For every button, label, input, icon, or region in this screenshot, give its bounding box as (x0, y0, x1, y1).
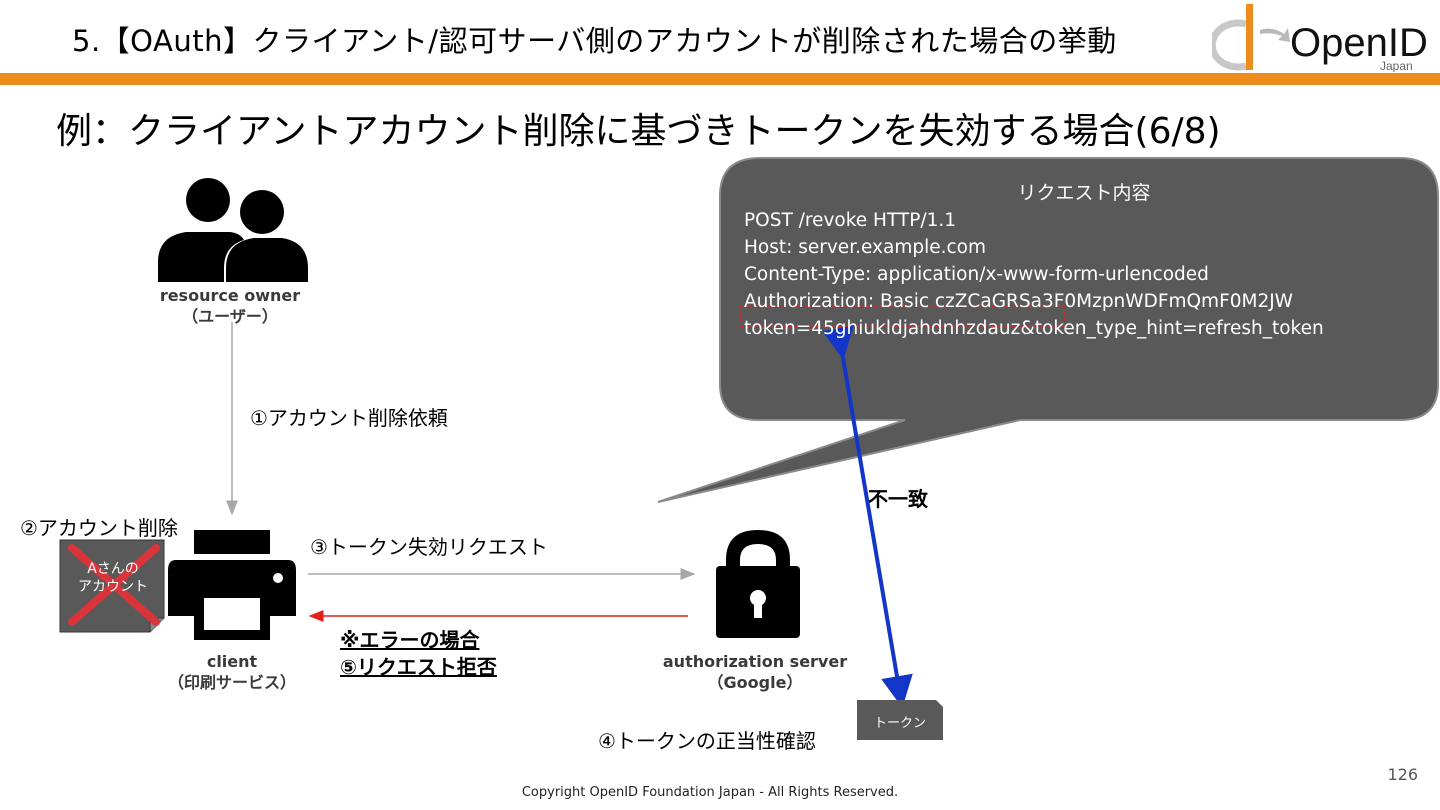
authorization-server-name: authorization server (662, 652, 848, 671)
delete-cross-icon (68, 544, 160, 626)
account-box-label: Aさんの アカウント (62, 560, 164, 596)
token-icon (857, 700, 943, 740)
page-number: 126 (1387, 765, 1418, 784)
slide-title: 例：クライアントアカウント削除に基づきトークンを失効する場合(6/8) (56, 111, 1221, 152)
error-line: ⑤リクエスト拒否 (340, 655, 497, 679)
request-line: Authorization: Basic czZCaGRSa3F0MzpnWDF… (744, 291, 1293, 312)
resource-owner-sub: （ユーザー） (182, 307, 278, 326)
header-accent-bar (0, 73, 1440, 85)
client-label: client （印刷サービス） (152, 651, 312, 693)
client-sub: （印刷サービス） (167, 673, 296, 692)
account-line: Aさんの (87, 561, 139, 577)
logo-subtext: Japan (1380, 59, 1413, 72)
account-line: アカウント (78, 579, 148, 595)
request-content-title: リクエスト内容 (1017, 182, 1151, 204)
logo-text: OpenID (1290, 21, 1428, 65)
request-line: Host: server.example.com (744, 237, 986, 258)
mismatch-arrow (822, 325, 913, 708)
resource-owner-label: resource owner （ユーザー） (150, 285, 310, 327)
printer-icon (168, 530, 296, 640)
users-icon (158, 178, 308, 282)
lock-icon (716, 530, 800, 638)
token-label: トークン (873, 716, 926, 731)
request-content: リクエスト内容 POST /revoke HTTP/1.1 Host: serv… (744, 180, 1424, 342)
request-line: POST /revoke HTTP/1.1 (744, 210, 957, 231)
header-title: 5.【OAuth】クライアント/認可サーバ側のアカウントが削除された場合の挙動 (72, 24, 1117, 58)
copyright: Copyright OpenID Foundation Japan - All … (521, 785, 899, 800)
request-line: token=45ghiukldjahdnhzdauz&token_type_hi… (744, 318, 1324, 339)
error-line: ※エラーの場合 (340, 628, 480, 652)
authorization-server-sub: （Google） (707, 673, 803, 692)
client-name: client (206, 652, 258, 671)
authorization-server-label: authorization server （Google） (660, 651, 850, 693)
step3-label: ③トークン失効リクエスト (310, 535, 548, 559)
step4-label: ④トークンの正当性確認 (598, 729, 816, 753)
openid-logo: OpenID Japan (1212, 4, 1428, 72)
mismatch-label: 不一致 (868, 487, 928, 511)
resource-owner-name: resource owner (159, 286, 301, 305)
error-note: ※エラーの場合 ⑤リクエスト拒否 (340, 627, 497, 681)
request-line: Content-Type: application/x-www-form-url… (744, 264, 1209, 285)
step2-label: ②アカウント削除 (20, 516, 178, 540)
step1-label: ①アカウント削除依頼 (250, 406, 448, 430)
